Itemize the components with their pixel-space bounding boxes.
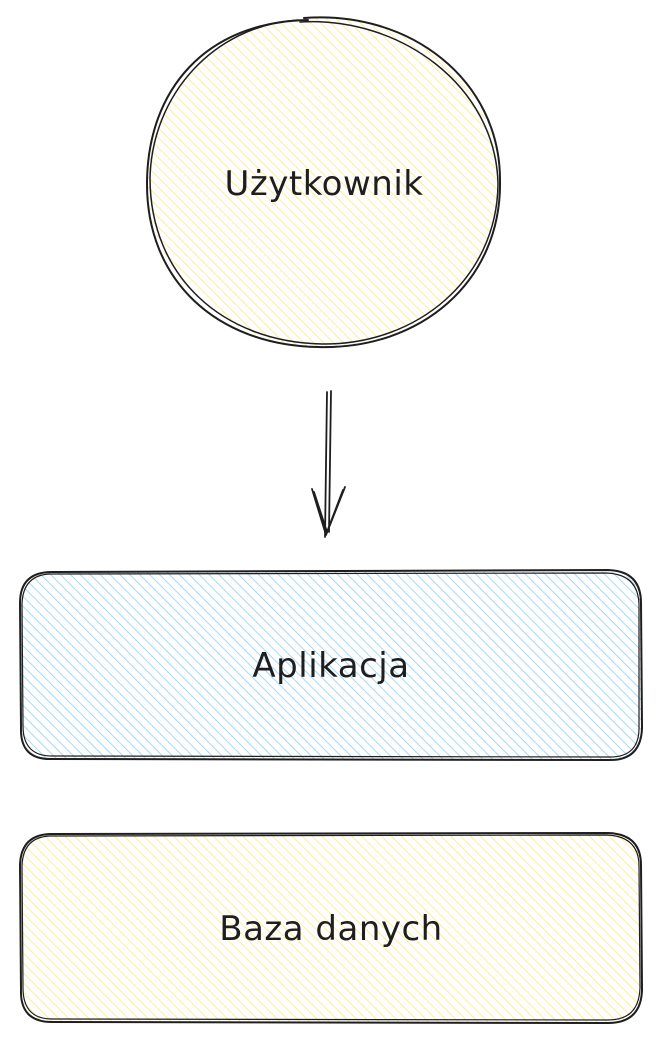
node-baza-danych-shape [21,834,641,1023]
node-aplikacja-label: Aplikacja [252,646,409,686]
node-baza-danych-outline [19,832,643,1024]
arrow-head [311,486,346,536]
node-baza-danych-label: Baza danych [219,909,442,949]
node-uzytkownik-shape [147,17,499,347]
node-aplikacja-outline-second-stroke [21,572,640,758]
node-uzytkownik-outline [145,16,502,349]
node-uzytkownik[interactable]: Użytkownik [145,16,502,349]
arrow-shaft [324,390,332,538]
node-aplikacja-shape [21,572,641,760]
node-uzytkownik-outline-second-stroke [149,19,499,345]
node-uzytkownik-label: Użytkownik [225,164,424,204]
node-aplikacja[interactable]: Aplikacja [19,569,643,762]
edge-uzytkownik-to-aplikacja[interactable] [311,390,346,538]
node-baza-danych-outline-second-stroke [21,834,641,1021]
node-baza-danych[interactable]: Baza danych [19,832,643,1024]
node-aplikacja-outline [19,569,643,762]
